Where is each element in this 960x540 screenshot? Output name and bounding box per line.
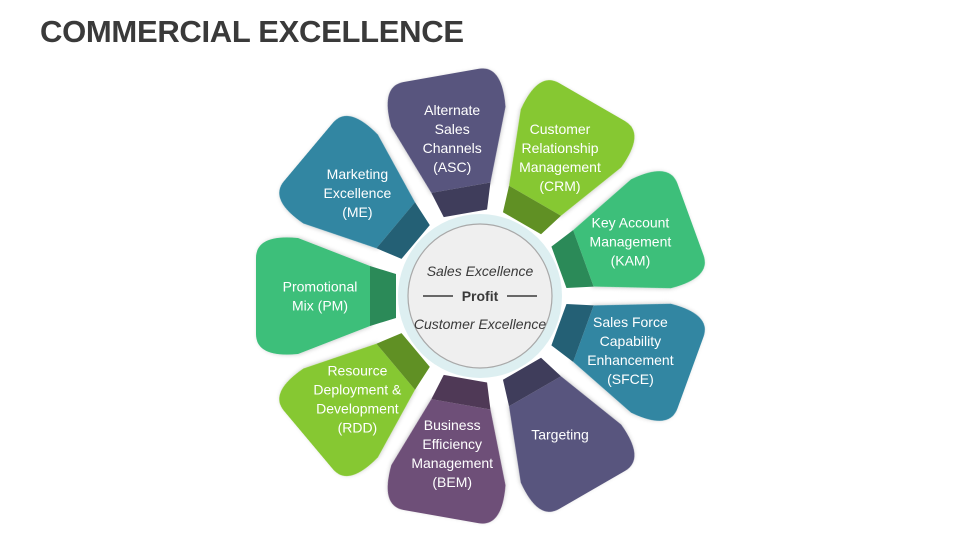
segment-rdd xyxy=(279,333,430,477)
slide-title: COMMERCIAL EXCELLENCE xyxy=(40,14,464,49)
hub-bottom-text: Customer Excellence xyxy=(414,316,546,332)
segment-rdd-connector xyxy=(376,333,430,390)
segment-me-label-line: Excellence xyxy=(324,185,392,201)
segment-targeting-connector xyxy=(502,357,561,407)
segment-kam-shape xyxy=(573,171,705,289)
segment-asc-shape xyxy=(387,68,506,193)
segment-kam-connector xyxy=(551,230,594,288)
segment-kam xyxy=(551,171,705,289)
segment-sfce-connector xyxy=(551,304,594,362)
segment-crm-label-line: Customer xyxy=(530,121,591,137)
segment-bem-label-line: Business xyxy=(424,417,481,433)
segment-targeting-label-line: Targeting xyxy=(531,427,589,443)
segment-sfce-label-line: Sales Force xyxy=(593,314,668,330)
segment-crm-label-line: Relationship xyxy=(521,140,598,156)
segment-me-label-line: Marketing xyxy=(327,166,388,182)
segment-kam-label-line: (KAM) xyxy=(611,252,651,268)
segment-targeting-shape xyxy=(509,376,635,512)
segment-pm-shape xyxy=(256,237,370,355)
segment-asc-label-line: Sales xyxy=(435,121,470,137)
segment-rdd-label-line: Deployment & xyxy=(313,381,402,397)
segment-asc xyxy=(387,68,506,218)
segment-rdd-label-line: Development xyxy=(316,400,399,416)
segment-pm-label-line: Promotional xyxy=(283,279,358,295)
segment-sfce-label-line: Capability xyxy=(600,333,661,349)
segment-sfce-label-line: Enhancement xyxy=(587,352,674,368)
segment-rdd-label-line: Resource xyxy=(327,362,387,378)
segment-rdd-label-line: (RDD) xyxy=(338,419,378,435)
segment-bem-connector xyxy=(431,374,491,410)
segment-crm xyxy=(502,80,635,235)
segment-pm xyxy=(256,237,396,355)
segment-asc-label-line: Channels xyxy=(423,140,482,156)
segment-me-shape xyxy=(279,115,416,249)
segment-asc-connector xyxy=(431,182,491,218)
segment-pm-connector xyxy=(370,266,396,326)
segment-bem-label-line: Management xyxy=(411,455,493,471)
segment-asc-label-line: (ASC) xyxy=(433,159,471,175)
segment-rdd-shape xyxy=(279,343,416,477)
segment-bem-shape xyxy=(387,399,506,524)
segment-me-label-line: (ME) xyxy=(342,204,372,220)
segment-crm-label-line: (CRM) xyxy=(539,178,580,194)
hub-inner-circle xyxy=(407,223,553,369)
segment-crm-label-line: Management xyxy=(519,159,601,175)
segment-bem xyxy=(387,374,506,524)
segment-me-connector xyxy=(376,202,430,259)
segment-bem-label-line: (BEM) xyxy=(432,474,472,490)
segment-sfce xyxy=(551,303,705,421)
segment-kam-label-line: Key Account xyxy=(591,214,669,230)
hub-center-text: Profit xyxy=(462,288,499,304)
segment-crm-connector xyxy=(502,185,561,235)
hub-top-text: Sales Excellence xyxy=(427,263,534,279)
segment-sfce-label-line: (SFCE) xyxy=(607,371,654,387)
segment-sfce-shape xyxy=(573,303,705,421)
segment-bem-label-line: Efficiency xyxy=(422,436,482,452)
segment-pm-label-line: Mix (PM) xyxy=(292,298,348,314)
hub: Sales Excellence Profit Customer Excelle… xyxy=(398,214,562,378)
segment-asc-label-line: Alternate xyxy=(424,102,480,118)
segment-crm-shape xyxy=(509,80,635,216)
segment-targeting-label: Targeting xyxy=(531,427,589,443)
segment-targeting xyxy=(502,357,635,512)
segment-kam-label-line: Management xyxy=(590,233,672,249)
segment-me xyxy=(279,115,430,259)
